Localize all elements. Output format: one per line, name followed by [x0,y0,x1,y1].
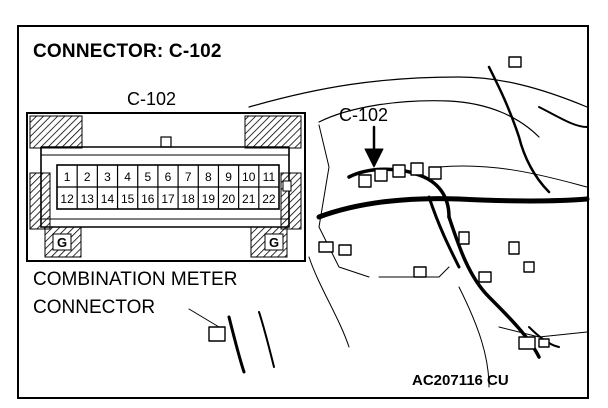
pin-number: 1 [64,170,71,184]
pin-number: 6 [165,170,172,184]
callout-label: C-102 [339,105,389,125]
ground-label-left: G [57,235,67,250]
pin-number: 14 [101,192,115,206]
pin-number: 17 [161,192,175,206]
pin-number: 3 [104,170,111,184]
pin-number: 13 [81,192,95,206]
pin-number: 8 [205,170,212,184]
pin-number: 7 [185,170,192,184]
pin-number: 9 [225,170,232,184]
diagram-title: CONNECTOR: C-102 [33,41,222,62]
pin-number: 22 [262,192,276,206]
pin-number: 19 [202,192,216,206]
pin-number: 2 [84,170,91,184]
pin-number: 15 [121,192,135,206]
pin-number: 10 [242,170,256,184]
ground-label-right: G [269,235,279,250]
pin-number: 12 [60,192,74,206]
pin-number: 18 [182,192,196,206]
pin-number: 11 [263,170,276,184]
harness-illustration [188,56,590,388]
connector-id-label: C-102 [127,89,177,109]
pin-number: 21 [242,192,256,206]
pin-number: 4 [124,170,131,184]
connector-name-line1: COMBINATION METER [33,269,238,290]
connector-name-line2: CONNECTOR [33,297,156,318]
pin-number: 16 [141,192,155,206]
figure-code: AC207116 CU [412,372,509,389]
pin-number: 20 [222,192,236,206]
pin-number: 5 [144,170,151,184]
